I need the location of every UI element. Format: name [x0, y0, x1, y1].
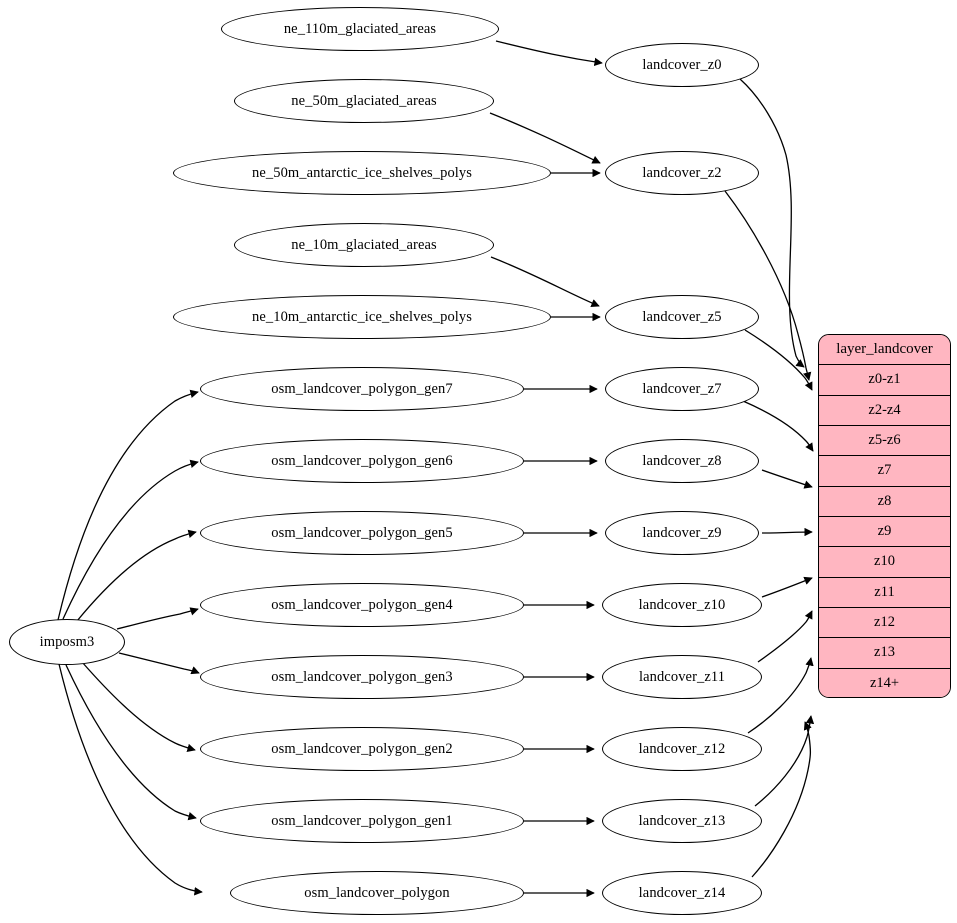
node-osm-landcover-polygon-gen4[interactable]: osm_landcover_polygon_gen4: [200, 583, 524, 627]
node-osm-landcover-polygon-gen3[interactable]: osm_landcover_polygon_gen3: [200, 655, 524, 699]
node-osm-landcover-polygon-gen6[interactable]: osm_landcover_polygon_gen6: [200, 439, 524, 483]
edge-imposm3-to-osm-landcover-polygon-gen3: [118, 652, 200, 675]
node-label: osm_landcover_polygon_gen6: [271, 452, 453, 469]
node-label: osm_landcover_polygon_gen3: [271, 668, 453, 685]
edge-ne-110m-glaciated-areas-to-landcover-z0: [495, 40, 603, 67]
node-ne-50m-glaciated-areas[interactable]: ne_50m_glaciated_areas: [234, 79, 494, 123]
table-row-z0-z1[interactable]: z0-z1: [819, 365, 950, 396]
node-label: ne_10m_glaciated_areas: [291, 236, 437, 253]
node-label: ne_110m_glaciated_areas: [283, 20, 437, 37]
edge-ne-10m-glaciated-areas-to-landcover-z5: [490, 256, 600, 307]
node-imposm3[interactable]: imposm3: [9, 619, 125, 665]
node-label: osm_landcover_polygon: [304, 884, 450, 901]
node-landcover-z11[interactable]: landcover_z11: [602, 655, 762, 699]
table-row-z5-z6[interactable]: z5-z6: [819, 425, 950, 457]
table-row-z9[interactable]: z9: [819, 516, 950, 548]
node-osm-landcover-polygon-gen2[interactable]: osm_landcover_polygon_gen2: [200, 727, 524, 771]
node-label: osm_landcover_polygon_gen4: [271, 596, 453, 613]
node-landcover-z2[interactable]: landcover_z2: [605, 151, 759, 195]
node-osm-landcover-polygon-gen7[interactable]: osm_landcover_polygon_gen7: [200, 367, 524, 411]
edge-landcover-z2-to-z2-z4: [724, 190, 812, 381]
node-osm-landcover-polygon[interactable]: osm_landcover_polygon: [230, 871, 524, 915]
node-landcover-z9[interactable]: landcover_z9: [605, 511, 759, 555]
edge-imposm3-to-osm-landcover-polygon-gen1: [65, 664, 197, 821]
table-row-z13[interactable]: z13: [819, 638, 950, 669]
table-row-z12[interactable]: z12: [819, 607, 950, 639]
node-label: ne_10m_antarctic_ice_shelves_polys: [251, 308, 473, 325]
node-ne-110m-glaciated-areas[interactable]: ne_110m_glaciated_areas: [221, 7, 499, 51]
node-label: osm_landcover_polygon_gen5: [271, 524, 453, 541]
table-row-z7[interactable]: z7: [819, 456, 950, 487]
node-label: landcover_z13: [638, 812, 726, 829]
node-label: imposm3: [39, 633, 95, 650]
node-landcover-z0[interactable]: landcover_z0: [605, 43, 759, 87]
table-row-z11[interactable]: z11: [819, 577, 950, 608]
node-label: ne_50m_glaciated_areas: [291, 92, 437, 109]
node-label: landcover_z2: [642, 164, 722, 181]
node-osm-landcover-polygon-gen1[interactable]: osm_landcover_polygon_gen1: [200, 799, 524, 843]
node-landcover-z10[interactable]: landcover_z10: [602, 583, 762, 627]
edge-imposm3-to-osm-landcover-polygon-gen2: [81, 661, 196, 752]
edge-landcover-z11-to-z11: [757, 610, 813, 663]
edge-imposm3-to-osm-landcover-polygon-gen6: [62, 459, 199, 620]
edge-landcover-z10-to-z10: [761, 576, 813, 598]
edge-landcover-z5-to-z5-z6: [744, 329, 813, 391]
node-label: landcover_z7: [642, 380, 722, 397]
node-label: landcover_z9: [642, 524, 722, 541]
table-header-layer-landcover: layer_landcover: [819, 335, 950, 366]
node-ne-10m-glaciated-areas[interactable]: ne_10m_glaciated_areas: [234, 223, 494, 267]
table-row-z10[interactable]: z10: [819, 547, 950, 578]
node-ne-10m-antarctic-ice-shelves-polys[interactable]: ne_10m_antarctic_ice_shelves_polys: [173, 295, 551, 339]
node-label: landcover_z0: [642, 56, 722, 73]
node-label: landcover_z14: [638, 884, 726, 901]
table-row-z2-z4[interactable]: z2-z4: [819, 395, 950, 426]
edge-imposm3-to-osm-landcover-polygon: [58, 663, 203, 896]
edge-imposm3-to-osm-landcover-polygon-gen4: [116, 607, 199, 630]
table-row-z8[interactable]: z8: [819, 486, 950, 517]
node-landcover-z8[interactable]: landcover_z8: [605, 439, 759, 483]
edge-landcover-z13-to-z13: [754, 715, 815, 807]
node-label: landcover_z5: [642, 308, 722, 325]
node-landcover-z12[interactable]: landcover_z12: [602, 727, 762, 771]
node-label: osm_landcover_polygon_gen7: [271, 380, 453, 397]
node-label: osm_landcover_polygon_gen2: [271, 740, 453, 757]
node-label: ne_50m_antarctic_ice_shelves_polys: [251, 164, 473, 181]
node-label: landcover_z10: [638, 596, 726, 613]
node-label: osm_landcover_polygon_gen1: [271, 812, 453, 829]
node-ne-50m-antarctic-ice-shelves-polys[interactable]: ne_50m_antarctic_ice_shelves_polys: [173, 151, 551, 195]
node-landcover-z14[interactable]: landcover_z14: [602, 871, 762, 915]
node-label: landcover_z8: [642, 452, 722, 469]
edge-landcover-z9-to-z9: [761, 527, 813, 537]
node-landcover-z5[interactable]: landcover_z5: [605, 295, 759, 339]
node-label: landcover_z12: [638, 740, 726, 757]
edge-imposm3-to-osm-landcover-polygon-gen7: [57, 389, 199, 621]
table-row-z14-[interactable]: z14+: [819, 668, 950, 697]
node-label: landcover_z11: [638, 668, 726, 685]
edge-landcover-z8-to-z8: [761, 469, 813, 489]
node-osm-landcover-polygon-gen5[interactable]: osm_landcover_polygon_gen5: [200, 511, 524, 555]
edge-imposm3-to-osm-landcover-polygon-gen5: [76, 529, 197, 622]
node-landcover-z13[interactable]: landcover_z13: [602, 799, 762, 843]
edge-landcover-z7-to-z7: [742, 400, 814, 452]
node-landcover-z7[interactable]: landcover_z7: [605, 367, 759, 411]
edge-ne-50m-glaciated-areas-to-landcover-z2: [489, 112, 601, 164]
